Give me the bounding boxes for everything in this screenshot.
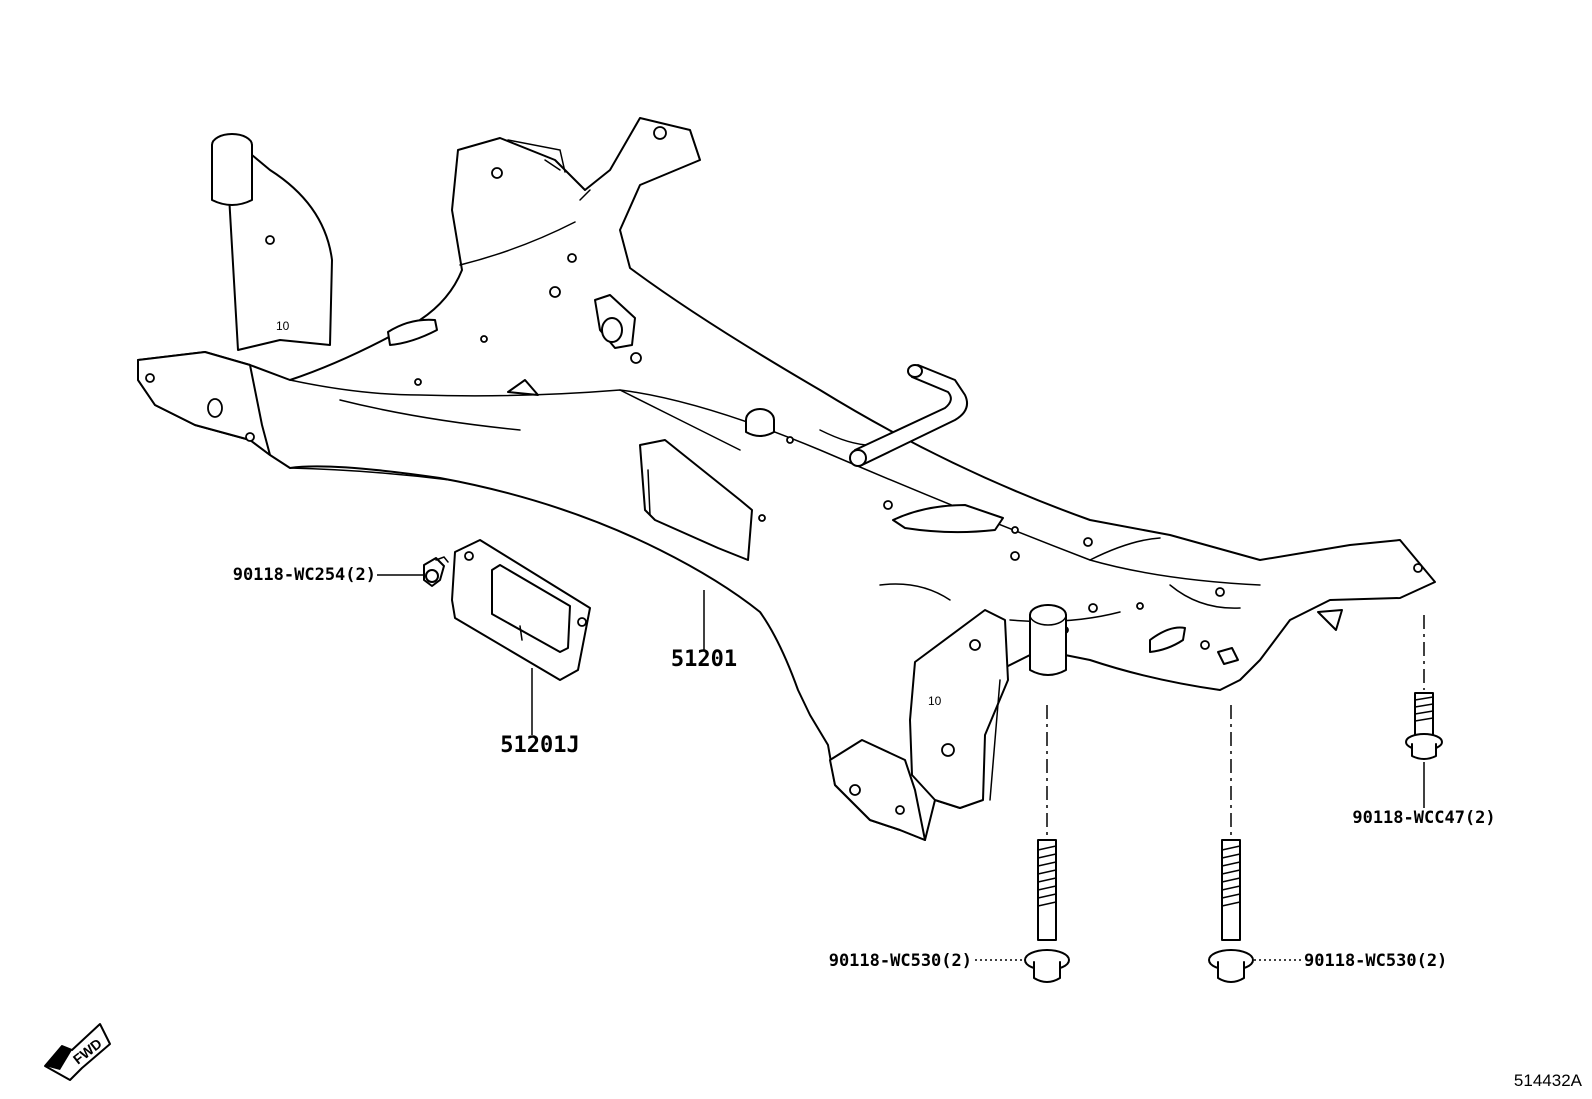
part-labels: 51201 51201J 90118-WC254(2) 90118-WCC47(… [233,565,1496,971]
label-cover: 51201J [500,733,579,758]
crossmember-drawing: 10 [137,117,1436,841]
rear-bolt-drawing [1405,692,1443,760]
mark-10-right: 10 [928,694,942,708]
label-crossmember: 51201 [671,647,737,672]
clip-bolt-drawing [423,556,449,587]
leader-lines [377,574,1425,961]
label-long-bolt-right: 90118-WC530(2) [1304,951,1447,971]
fwd-arrow-icon: FWD [44,1023,111,1081]
cover-drawing [451,539,591,681]
mark-10-left: 10 [276,319,290,333]
label-rear-bolt: 90118-WCC47(2) [1352,808,1495,828]
illustration-code: 514432A [1513,1071,1582,1090]
long-bolt-right-drawing [1208,839,1254,983]
label-long-bolt-left: 90118-WC530(2) [829,951,972,971]
label-clip-bolt: 90118-WC254(2) [233,565,376,585]
long-bolt-left-drawing [1024,839,1070,983]
